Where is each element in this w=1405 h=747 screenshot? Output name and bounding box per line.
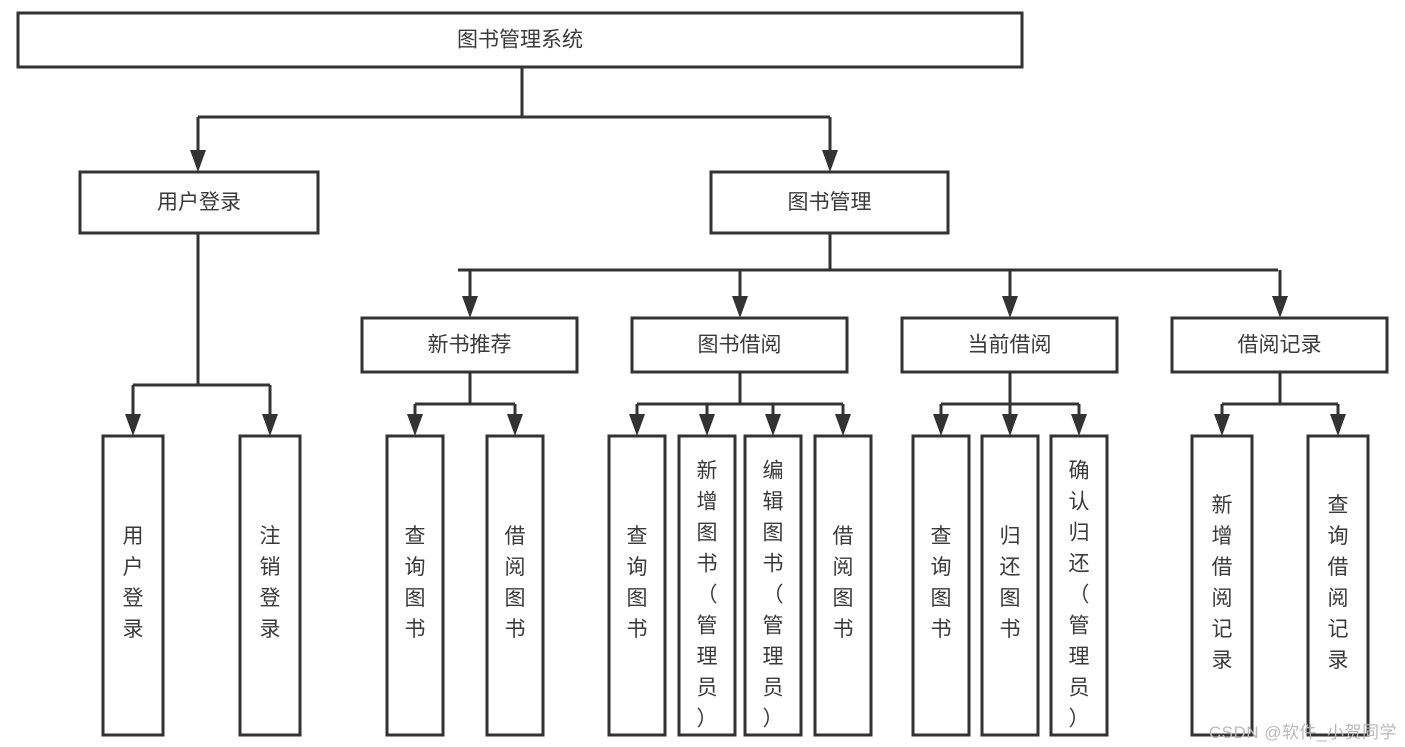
node-level1-1-label: 图书管理 xyxy=(788,191,872,214)
node-level2-1-rect[interactable] xyxy=(630,316,849,374)
node-leaf-3-0-label: 查询图书 xyxy=(931,525,952,641)
node-leaf-2-3-label: 借阅图书 xyxy=(833,525,854,641)
node-level1-0[interactable]: 用户登录 xyxy=(78,170,320,235)
node-level1-1-rect[interactable] xyxy=(709,170,950,235)
node-root-label: 图书管理系统 xyxy=(457,29,583,52)
node-leaf-3-1-label: 归还图书 xyxy=(1000,525,1021,641)
node-leaf-4-1[interactable]: 查询借阅记录 xyxy=(1306,434,1370,737)
node-leaf-4-0[interactable]: 新增借阅记录 xyxy=(1190,434,1254,737)
node-level2-3-rect[interactable] xyxy=(1170,316,1389,374)
node-level2-0[interactable]: 新书推荐 xyxy=(360,316,579,374)
node-leaf-3-0[interactable]: 查询图书 xyxy=(911,434,971,737)
node-leaf-1-1[interactable]: 借阅图书 xyxy=(485,434,545,737)
node-level2-2-label: 当前借阅 xyxy=(968,334,1052,357)
node-root[interactable]: 图书管理系统 xyxy=(16,11,1024,69)
node-leaf-1-0-label: 查询图书 xyxy=(405,525,426,641)
node-leaf-1-1-rect[interactable] xyxy=(485,434,545,737)
node-leaf-3-2-rect[interactable] xyxy=(1049,434,1109,737)
node-leaf-0-1[interactable]: 注销登录 xyxy=(238,434,302,737)
node-leaf-2-3-rect[interactable] xyxy=(813,434,873,737)
node-leaf-0-0-rect[interactable] xyxy=(101,434,165,737)
node-leaf-0-1-rect[interactable] xyxy=(238,434,302,737)
node-leaf-2-2[interactable]: 编辑图书（管理员） xyxy=(743,434,803,737)
node-leaf-1-0-rect[interactable] xyxy=(385,434,445,737)
edges-layer xyxy=(125,67,1346,436)
node-leaf-0-0-label: 用户登录 xyxy=(123,525,144,641)
node-leaf-3-1[interactable]: 归还图书 xyxy=(980,434,1040,737)
node-level2-3[interactable]: 借阅记录 xyxy=(1170,316,1389,374)
node-root-rect[interactable] xyxy=(16,11,1024,69)
node-leaf-0-0[interactable]: 用户登录 xyxy=(101,434,165,737)
node-leaf-0-1-label: 注销登录 xyxy=(260,525,281,641)
node-level2-2-rect[interactable] xyxy=(900,316,1119,374)
node-leaf-3-2-label: 确认归还（管理员） xyxy=(1069,460,1090,731)
node-level2-3-label: 借阅记录 xyxy=(1238,334,1322,357)
node-level1-0-label: 用户登录 xyxy=(157,191,241,214)
node-level2-1-label: 图书借阅 xyxy=(698,334,782,357)
node-leaf-3-0-rect[interactable] xyxy=(911,434,971,737)
node-level2-2[interactable]: 当前借阅 xyxy=(900,316,1119,374)
node-leaf-4-1-rect[interactable] xyxy=(1306,434,1370,737)
node-leaf-2-0-label: 查询图书 xyxy=(627,525,648,641)
node-leaf-1-0[interactable]: 查询图书 xyxy=(385,434,445,737)
node-leaf-2-2-rect[interactable] xyxy=(743,434,803,737)
node-leaf-2-0-rect[interactable] xyxy=(607,434,667,737)
node-leaf-4-0-label: 新增借阅记录 xyxy=(1212,494,1233,672)
node-leaf-4-1-label: 查询借阅记录 xyxy=(1328,494,1349,672)
nodes-layer: 图书管理系统用户登录图书管理新书推荐图书借阅当前借阅借阅记录用户登录注销登录查询… xyxy=(16,11,1389,737)
node-leaf-2-1-label: 新增图书（管理员） xyxy=(697,460,718,731)
node-leaf-3-1-rect[interactable] xyxy=(980,434,1040,737)
node-leaf-2-3[interactable]: 借阅图书 xyxy=(813,434,873,737)
node-leaf-1-1-label: 借阅图书 xyxy=(505,525,526,641)
node-leaf-2-1[interactable]: 新增图书（管理员） xyxy=(677,434,737,737)
node-leaf-2-0[interactable]: 查询图书 xyxy=(607,434,667,737)
node-level1-0-rect[interactable] xyxy=(78,170,320,235)
node-level1-1[interactable]: 图书管理 xyxy=(709,170,950,235)
node-level2-1[interactable]: 图书借阅 xyxy=(630,316,849,374)
node-leaf-4-0-rect[interactable] xyxy=(1190,434,1254,737)
node-leaf-2-1-rect[interactable] xyxy=(677,434,737,737)
node-leaf-3-2[interactable]: 确认归还（管理员） xyxy=(1049,434,1109,737)
csdn-watermark: CSDN @软件_小贺同学 xyxy=(1208,723,1397,742)
node-leaf-2-2-label: 编辑图书（管理员） xyxy=(763,460,784,731)
node-level2-0-label: 新书推荐 xyxy=(428,334,512,357)
node-level2-0-rect[interactable] xyxy=(360,316,579,374)
